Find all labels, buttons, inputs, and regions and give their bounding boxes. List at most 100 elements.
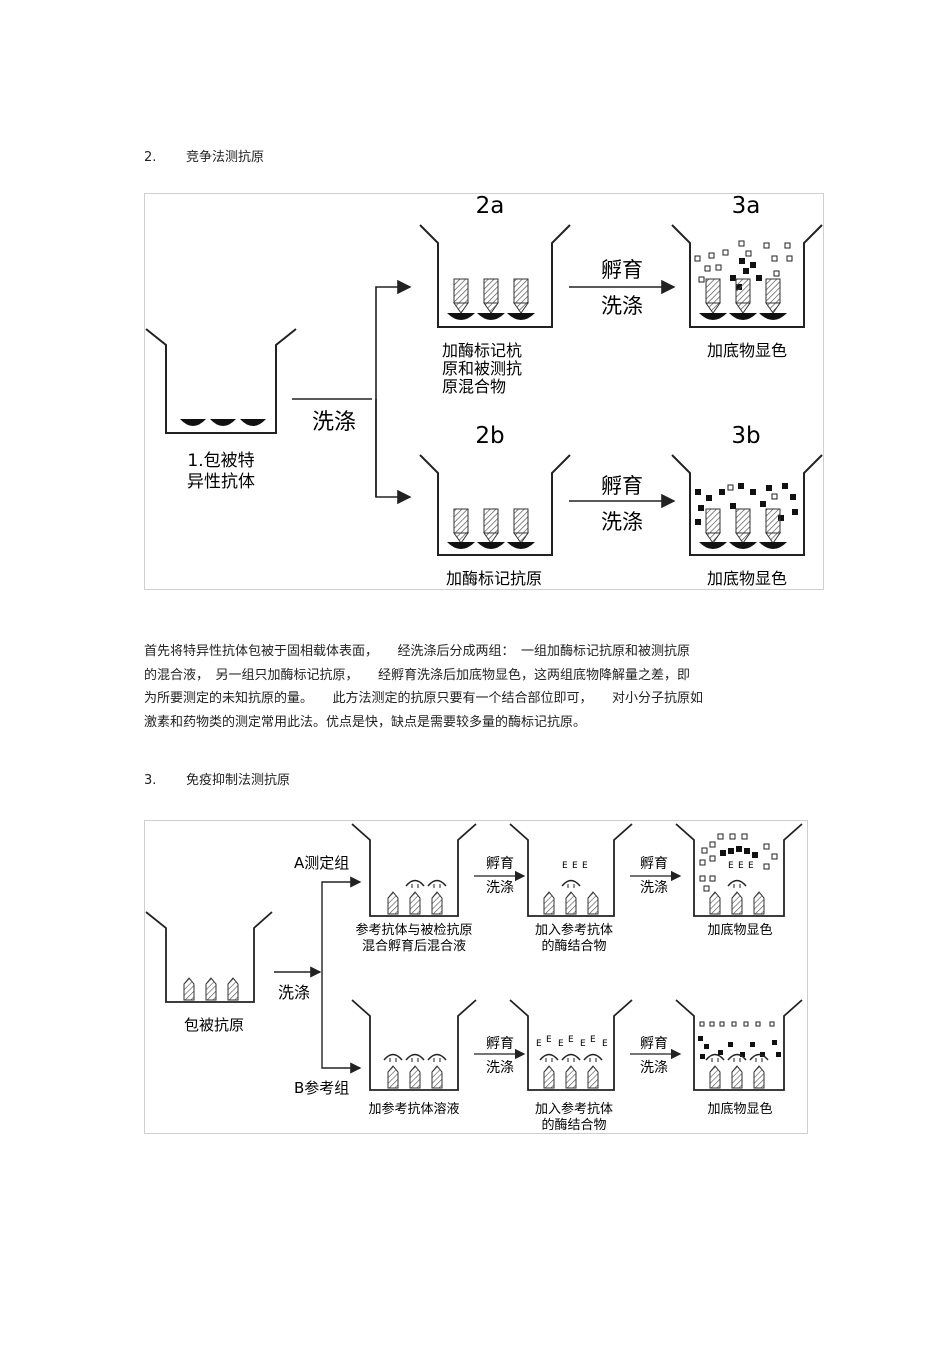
well-2b-caption: 加酶标记抗原: [446, 569, 542, 588]
well-3a-antigens: [699, 278, 787, 320]
inhibition-method-diagram: 包被抗原 洗涤 A测定组 B参考组 参考抗体与被检抗原 混合孵育后混合液 孵育 …: [144, 820, 808, 1134]
coated-well-caption: 包被抗原: [184, 1016, 244, 1034]
group-b-well-2-contents: [539, 1053, 603, 1089]
group-a-well-2-caption-line2: 的酶结合物: [541, 938, 606, 954]
group-a-well-1-contents: [387, 879, 447, 915]
wash-label-bottom: 洗涤: [601, 510, 643, 534]
wash-label-a1: 洗涤: [486, 880, 514, 896]
well-1: [145, 328, 297, 434]
incubate-label-a1: 孵育: [486, 856, 514, 872]
label-2b: 2b: [475, 423, 504, 449]
svg-text:E: E: [582, 861, 588, 871]
arrow-to-group-a: [321, 876, 362, 972]
paragraph-line-3: 为所要测定的未知抗原的量。 此方法测定的抗原只要有一个结合部位即可， 对小分子抗…: [144, 691, 704, 706]
group-a-well-2-caption-line1: 加入参考抗体: [535, 922, 613, 938]
arrow-to-group-b: [321, 972, 362, 1074]
group-b-well-2: [509, 999, 633, 1091]
svg-text:E: E: [558, 1039, 564, 1049]
group-a-well-2: [509, 823, 633, 917]
well-3a-caption: 加底物显色: [707, 341, 787, 360]
label-2a: 2a: [476, 193, 505, 219]
well-2a-caption-line2: 原和被测抗: [442, 359, 522, 378]
incubate-label-b2: 孵育: [640, 1036, 668, 1052]
group-b-well-3: [675, 999, 803, 1091]
group-b-well-1-caption: 加参考抗体溶液: [368, 1101, 459, 1117]
section-2-heading: 2. 竞争法测抗原: [144, 146, 264, 165]
arrow-to-2a: [375, 279, 412, 497]
section-3-heading: 3. 免疫抑制法测抗原: [144, 769, 290, 788]
wash-label-b1: 洗涤: [486, 1060, 514, 1076]
well-2a-caption-line3: 原混合物: [442, 377, 506, 396]
svg-text:E: E: [546, 1035, 552, 1045]
coated-antibodies: [180, 419, 266, 426]
well-2b: [419, 454, 571, 556]
group-b-well-2-caption-line1: 加入参考抗体: [535, 1101, 613, 1117]
group-a-well-3-color: [720, 846, 758, 858]
well-3a: [671, 224, 823, 328]
svg-text:E: E: [572, 861, 578, 871]
group-a-well-2-enzymes: E E E: [562, 861, 588, 871]
svg-text:E: E: [536, 1039, 542, 1049]
svg-text:E: E: [568, 1035, 574, 1045]
group-b-well-2-caption-line2: 的酶结合物: [541, 1117, 606, 1133]
group-a-label: A测定组: [294, 854, 349, 872]
well-2a: [419, 224, 571, 328]
group-b-well-3-contents: [705, 1053, 769, 1089]
svg-text:E: E: [590, 1035, 596, 1045]
group-a-well-3-caption: 加底物显色: [707, 922, 772, 938]
group-b-well-3-caption: 加底物显色: [707, 1101, 772, 1117]
svg-text:E: E: [562, 861, 568, 871]
group-a-well-3-products: [699, 833, 778, 892]
group-b-well-3-color: [698, 1036, 781, 1059]
well-2a-caption-line1: 加酶标记杭: [442, 341, 522, 360]
competitive-method-diagram: 1.包被特 异性抗体 洗涤 2a 3a 2b 3b 加酶标记杭 原和被测抗 原混…: [144, 193, 824, 590]
coated-well: [145, 911, 273, 1003]
wash-label-top: 洗涤: [601, 294, 643, 318]
arrow-to-2b: [375, 399, 412, 505]
well-3b-antigens: [699, 508, 787, 549]
group-b-well-3-products: [699, 1021, 775, 1027]
group-b-well-1-contents: [383, 1053, 447, 1089]
competitive-method-figure: 1.包被特 异性抗体 洗涤 2a 3a 2b 3b 加酶标记杭 原和被测抗 原混…: [144, 193, 824, 590]
group-a-well-3: [675, 823, 803, 917]
paragraph-line-2: 的混合液， 另一组只加酶标记抗原， 经孵育洗涤后加底物显色，这两组底物降解量之差…: [144, 667, 691, 683]
svg-text:E: E: [738, 861, 744, 871]
svg-text:E: E: [602, 1039, 608, 1049]
section-2-number: 2.: [144, 150, 157, 165]
group-a-well-3-enzymes: E E E: [728, 861, 754, 871]
well-1-caption-line2: 异性抗体: [187, 472, 255, 492]
well-3a-products: [694, 240, 793, 283]
well-3b: [671, 454, 823, 556]
svg-text:E: E: [580, 1039, 586, 1049]
label-3b: 3b: [731, 423, 760, 449]
incubate-label-a2: 孵育: [640, 856, 668, 872]
incubate-label-top: 孵育: [601, 258, 643, 282]
wash-label-b2: 洗涤: [640, 1060, 668, 1076]
group-a-well-1-caption-line2: 混合孵育后混合液: [362, 938, 466, 954]
inhibition-method-figure: 包被抗原 洗涤 A测定组 B参考组 参考抗体与被检抗原 混合孵育后混合液 孵育 …: [144, 820, 808, 1134]
svg-text:E: E: [728, 861, 734, 871]
wash-label-a2: 洗涤: [640, 880, 668, 896]
group-a-well-1-caption-line1: 参考抗体与被检抗原: [355, 922, 472, 938]
label-3a: 3a: [732, 193, 761, 219]
section-3-number: 3.: [144, 773, 157, 788]
coated-antigens: [183, 977, 239, 1001]
well-2b-antigens: [447, 508, 535, 549]
well-1-caption-line1: 1.包被特: [187, 451, 254, 471]
group-a-well-1: [351, 823, 477, 917]
paragraph-line-1: 首先将特异性抗体包被于固相载体表面， 经洗涤后分成两组： 一组加酶标记抗原和被测…: [144, 644, 691, 659]
svg-text:E: E: [748, 861, 754, 871]
section-3-title: 免疫抑制法测抗原: [186, 773, 291, 788]
group-a-well-2-contents: [543, 879, 599, 915]
section-2-title: 竞争法测抗原: [186, 150, 265, 165]
wash-label: 洗涤: [312, 410, 356, 435]
method-description: 首先将特异性抗体包被于固相载体表面， 经洗涤后分成两组： 一组加酶标记抗原和被测…: [144, 640, 804, 734]
incubate-label-b1: 孵育: [486, 1036, 514, 1052]
group-a-well-3-contents: [709, 879, 765, 915]
well-2a-antigens: [447, 278, 535, 320]
paragraph-line-4: 激素和药物类的测定常用此法。优点是快，缺点是需要较多量的酶标记抗原。: [144, 714, 587, 730]
group-b-label: B参考组: [294, 1079, 349, 1097]
group-b-well-1: [351, 999, 477, 1091]
well-3b-color: [695, 483, 798, 525]
